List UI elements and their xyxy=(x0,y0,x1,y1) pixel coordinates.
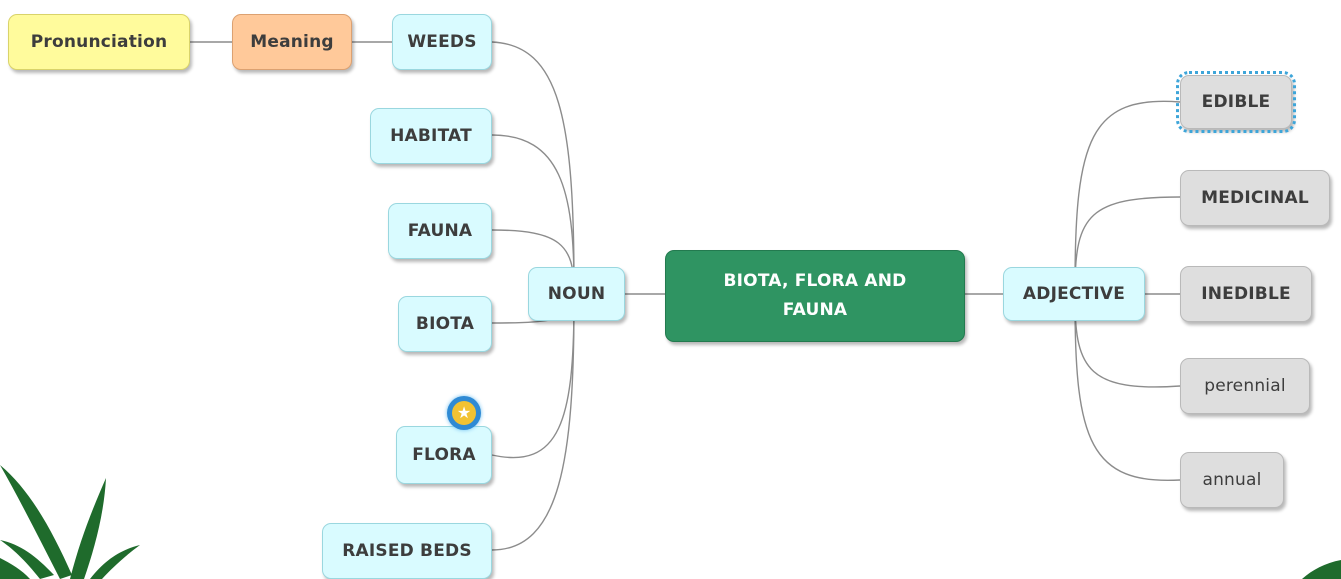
fauna-label: FAUNA xyxy=(407,221,473,241)
raised-beds-label: RAISED BEDS xyxy=(342,541,472,561)
central-topic-label: BIOTA, FLORA AND FAUNA xyxy=(723,271,907,320)
fauna-node[interactable]: FAUNA xyxy=(388,203,492,259)
star-icon: ★ xyxy=(452,401,476,425)
medicinal-node[interactable]: MEDICINAL xyxy=(1180,170,1330,226)
edible-label: EDIBLE xyxy=(1201,92,1271,112)
annual-label: annual xyxy=(1202,470,1262,490)
connector-noun-flora xyxy=(491,301,575,459)
pronunciation-label: Pronunciation xyxy=(30,32,168,52)
perennial-node[interactable]: perennial xyxy=(1180,358,1310,414)
adjective-node[interactable]: ADJECTIVE xyxy=(1003,267,1145,321)
connector-noun-habitat xyxy=(491,134,575,287)
connector-adjective-edible xyxy=(1074,100,1181,287)
habitat-label: HABITAT xyxy=(390,126,472,146)
habitat-node[interactable]: HABITAT xyxy=(370,108,492,164)
inedible-node[interactable]: INEDIBLE xyxy=(1180,266,1312,322)
meaning-node[interactable]: Meaning xyxy=(232,14,352,70)
central-topic[interactable]: BIOTA, FLORA AND FAUNA xyxy=(665,250,965,342)
noun-node[interactable]: NOUN xyxy=(528,267,625,321)
connector-adjective-medicinal xyxy=(1074,196,1181,289)
medicinal-label: MEDICINAL xyxy=(1201,188,1309,208)
raised-beds-node[interactable]: RAISED BEDS xyxy=(322,523,492,579)
palm-leaf-corner-decoration xyxy=(1302,560,1341,579)
flora-node[interactable]: FLORA xyxy=(396,426,492,484)
connector-noun-weeds xyxy=(491,41,575,287)
pronunciation-node[interactable]: Pronunciation xyxy=(8,14,190,70)
meaning-label: Meaning xyxy=(250,32,334,52)
flora-label: FLORA xyxy=(412,445,476,465)
palm-leaf-decoration xyxy=(0,465,140,579)
annual-node[interactable]: annual xyxy=(1180,452,1284,508)
adjective-label: ADJECTIVE xyxy=(1022,284,1126,304)
weeds-label: WEEDS xyxy=(407,32,477,52)
flora-star-badge[interactable]: ★ xyxy=(447,396,481,430)
connector-adjective-annual xyxy=(1074,301,1181,482)
biota-label: BIOTA xyxy=(415,314,475,334)
inedible-label: INEDIBLE xyxy=(1201,284,1291,304)
perennial-label: perennial xyxy=(1204,376,1286,396)
biota-node[interactable]: BIOTA xyxy=(398,296,492,352)
connector-noun-raised-beds xyxy=(491,301,575,551)
noun-label: NOUN xyxy=(547,284,606,304)
edible-node[interactable]: EDIBLE xyxy=(1176,71,1296,133)
weeds-node[interactable]: WEEDS xyxy=(392,14,492,70)
